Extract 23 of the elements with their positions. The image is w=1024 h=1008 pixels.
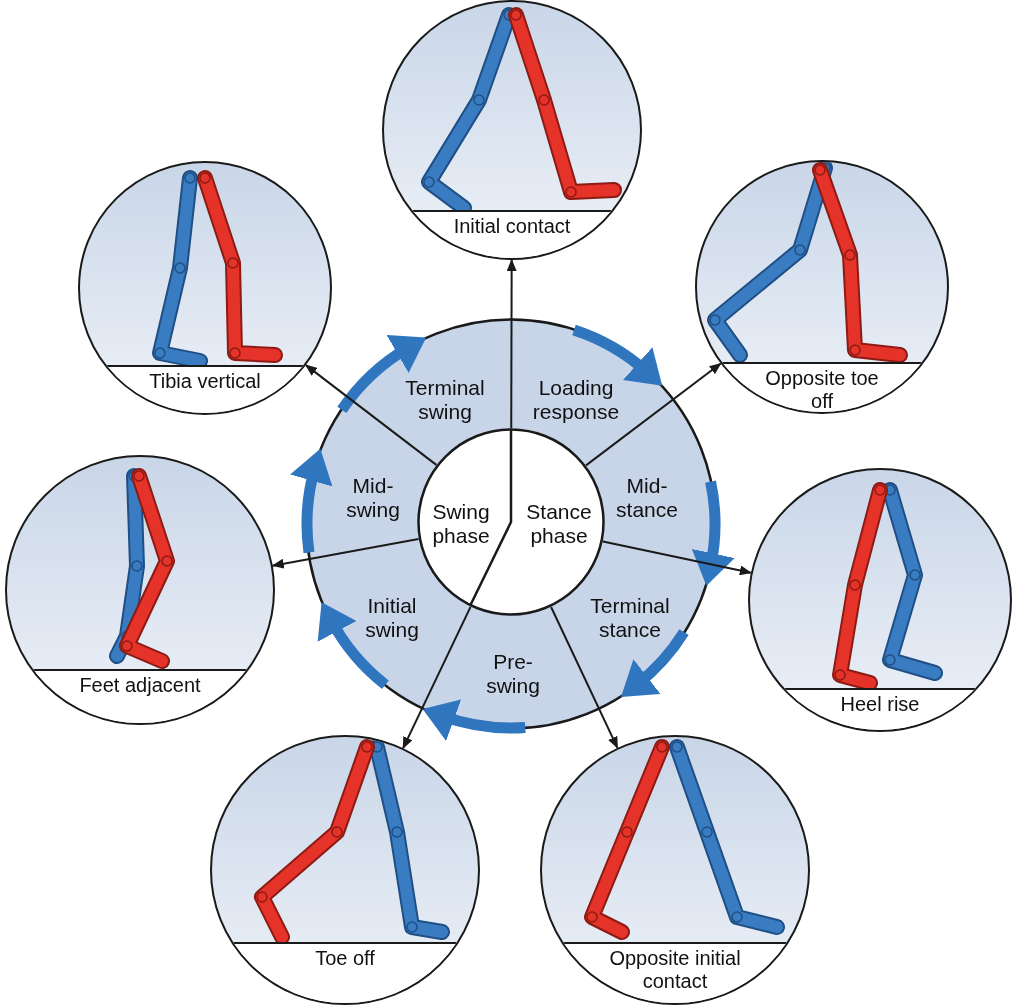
phase-label: Initial swing: [347, 594, 437, 642]
pose-label: Opposite toe off: [764, 367, 880, 412]
arrow: [271, 537, 420, 569]
phase-label: Pre- swing: [468, 650, 558, 698]
pose-label: Opposite initial contact: [608, 947, 742, 993]
phase-title: Swing phase: [431, 500, 491, 548]
pose-label: Initial contact: [452, 215, 572, 238]
pose-label: Toe off: [314, 947, 376, 970]
phase-label: Terminal swing: [400, 376, 490, 424]
arrow: [601, 540, 752, 576]
phase-label: Mid- swing: [328, 474, 418, 522]
phase-label: Terminal stance: [585, 594, 675, 642]
phase-label: Loading response: [531, 376, 621, 424]
phase-title: Stance phase: [525, 500, 593, 548]
arrow: [550, 606, 619, 749]
arrow: [402, 605, 472, 750]
phase-label: Mid- stance: [602, 474, 692, 522]
pose-label: Heel rise: [839, 693, 921, 716]
pose-label: Feet adjacent: [78, 674, 202, 697]
pose-label: Tibia vertical: [148, 370, 262, 393]
arrow: [506, 259, 517, 429]
arrow: [304, 364, 438, 466]
arrow: [585, 362, 722, 467]
